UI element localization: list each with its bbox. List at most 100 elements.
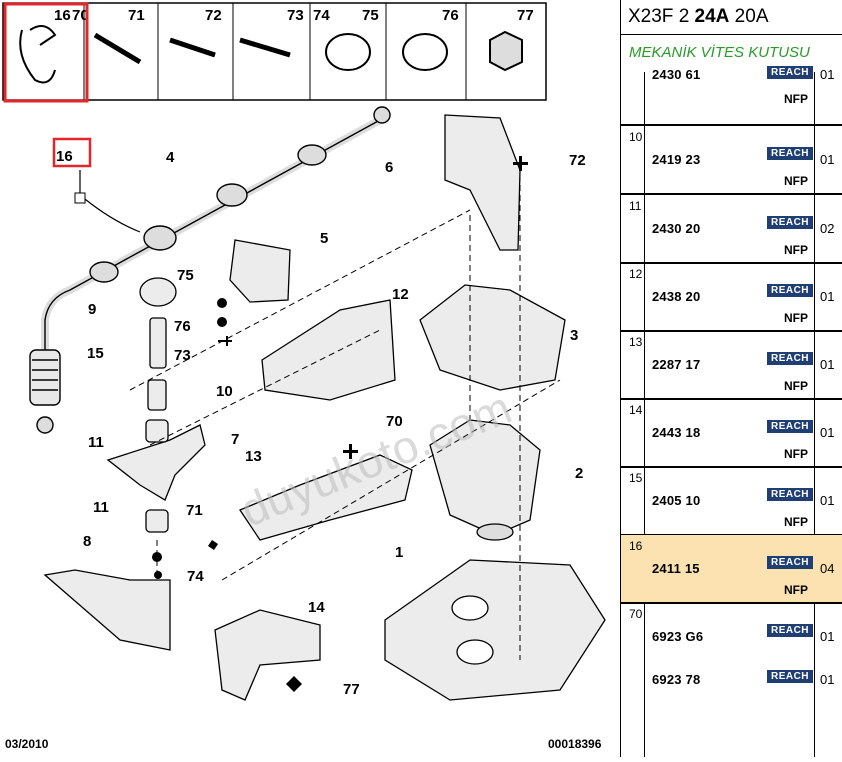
part-15 [149,317,167,369]
callout-74: 74 [187,568,204,585]
part-10 [147,379,167,411]
part-ref: 2430 20 [652,221,701,236]
nfp-label: NFP [784,92,808,106]
nfp-label: NFP [784,243,808,257]
bolt-icon [93,32,142,65]
callout-75: 75 [177,267,194,284]
fastener-symbols [152,156,528,692]
column-divider [644,72,645,757]
callout-13: 13 [245,448,262,465]
model-header: X23F 2 24A 20A [621,0,842,35]
part-qty: 02 [820,221,835,236]
callout-15: 15 [87,345,104,362]
callout-16-box [52,137,92,168]
section-title: MEKANİK VİTES KUTUSU [629,44,810,61]
item-number: 16 [629,539,643,553]
part-qty: 01 [820,289,835,304]
part-7-bracket [106,424,206,501]
model-code: X23F 2 24A 20A [628,6,769,27]
thumb-label-72: 72 [205,7,222,24]
nfp-label: NFP [784,583,808,597]
spring-washer-icon [402,33,448,71]
clip-icon [19,25,57,84]
callout-5: 5 [320,230,328,247]
nfp-label: NFP [784,174,808,188]
part-qty: 01 [820,629,835,644]
nfp-label: NFP [784,447,808,461]
part-5 [229,239,291,303]
part-ref: 2411 15 [652,561,700,576]
parts-list-panel: X23F 2 24A 20A MEKANİK VİTES KUTUSU 2430… [620,0,842,757]
nfp-label: NFP [784,311,808,325]
part-6 [444,114,521,251]
item-number: 13 [629,335,643,349]
callout-8: 8 [83,533,91,550]
part-qty: 01 [820,152,835,167]
part-11b [145,509,169,533]
callout-71: 71 [186,502,203,519]
item-number: 70 [629,607,643,621]
item-number: 12 [629,267,643,281]
callout-1: 1 [395,544,403,561]
flange-bolt-icon [239,37,291,58]
reach-badge: REACH [767,488,813,501]
nfp-label: NFP [784,379,808,393]
part-12 [261,299,396,401]
part-qty: 01 [820,425,835,440]
callout-12: 12 [392,286,409,303]
item-number: 15 [629,471,643,485]
callout-11: 11 [88,434,104,451]
callout-2: 2 [575,465,583,482]
callout-72: 72 [569,152,586,169]
callout-76: 76 [174,318,191,335]
reach-badge: REACH [767,66,813,79]
thumb-label-75: 75 [362,7,379,24]
callout-16: 16 [56,148,73,165]
thumb-label-77: 77 [517,7,534,24]
part-2 [429,419,541,536]
section-subheader: MEKANİK VİTES KUTUSU [621,35,842,71]
part-3 [419,284,566,391]
reach-badge: REACH [767,284,813,297]
assembly-lines [129,175,561,660]
reach-badge-2: REACH [767,670,813,683]
thumb-label-76: 76 [442,7,459,24]
reach-badge: REACH [767,624,813,637]
item-number: 10 [629,130,643,144]
thumb-label-73: 73 [287,7,304,24]
thumbnail-strip [2,2,547,101]
callout-3: 3 [570,327,578,344]
thumb-label-70: 70 [72,7,89,24]
callout-11: 11 [93,499,109,516]
part-ref: 6923 G6 [652,629,704,644]
part-14 [214,609,321,701]
part-ref: 2287 17 [652,357,701,372]
item-number: 14 [629,403,643,417]
reach-badge: REACH [767,556,813,569]
part-qty: 01 [820,67,835,82]
bolt-icon [169,37,216,58]
item-number: 11 [629,199,642,213]
washer-icon [325,33,371,71]
thumb-16-highlight [3,2,89,103]
part-ref: 2405 10 [652,493,701,508]
part-11a [145,419,169,443]
gear-cable [29,106,391,434]
part-1 [384,559,606,701]
callout-6: 6 [385,159,393,176]
nut-icon [489,30,523,72]
part-13 [239,454,413,541]
reach-badge: REACH [767,420,813,433]
nfp-label: NFP [784,515,808,529]
part-qty: 01 [820,493,835,508]
date-code: 03/2010 [5,737,49,751]
